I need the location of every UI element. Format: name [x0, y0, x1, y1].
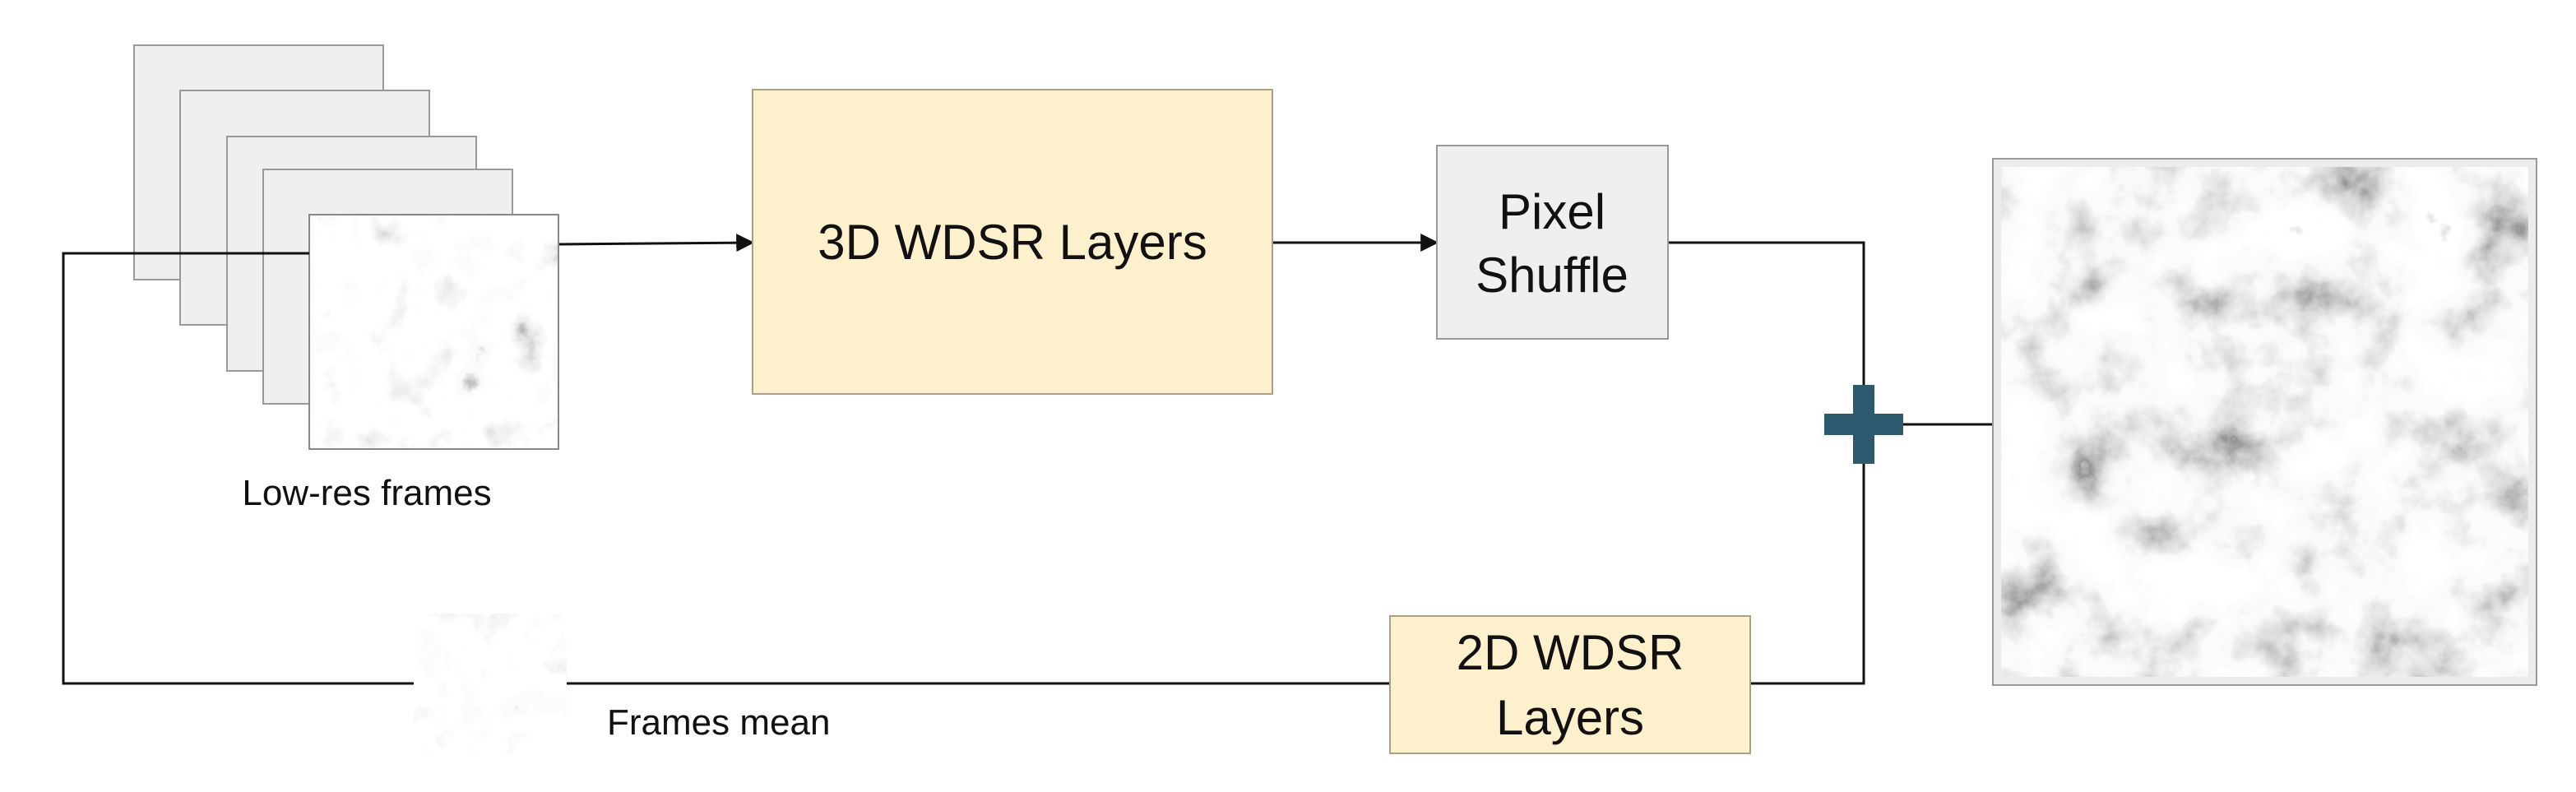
- plus-icon: [1824, 385, 1903, 464]
- pixel-shuffle-label-line-2: Shuffle: [1476, 248, 1629, 303]
- high-res-output-image: [1992, 158, 2537, 686]
- wdsr-2d-label-line-1: 2D WDSR: [1457, 625, 1684, 680]
- low-res-frames-label: Low-res frames: [242, 473, 491, 513]
- pixel-shuffle-block: Pixel Shuffle: [1436, 145, 1669, 340]
- frames-mean-label: Frames mean: [607, 702, 830, 743]
- wdsr-2d-label-line-2: Layers: [1496, 690, 1644, 745]
- frames-mean-image: [414, 614, 567, 755]
- line-skip-left-loop: [62, 252, 414, 685]
- wdsr-3d-block: 3D WDSR Layers: [752, 89, 1273, 395]
- pixel-shuffle-label-line-1: Pixel: [1499, 184, 1605, 239]
- wdsr-2d-block: 2D WDSR Layers: [1389, 615, 1751, 754]
- line-2d-wdsr-to-adder: [1750, 464, 1865, 685]
- low-res-frame-stack: [133, 44, 559, 450]
- wdsr-3d-label: 3D WDSR Layers: [818, 215, 1207, 270]
- low-res-frame-image: [308, 214, 559, 450]
- line-pixel-shuffle-to-adder: [1668, 241, 1865, 385]
- arrow-frames-to-3d-wdsr: [558, 234, 755, 252]
